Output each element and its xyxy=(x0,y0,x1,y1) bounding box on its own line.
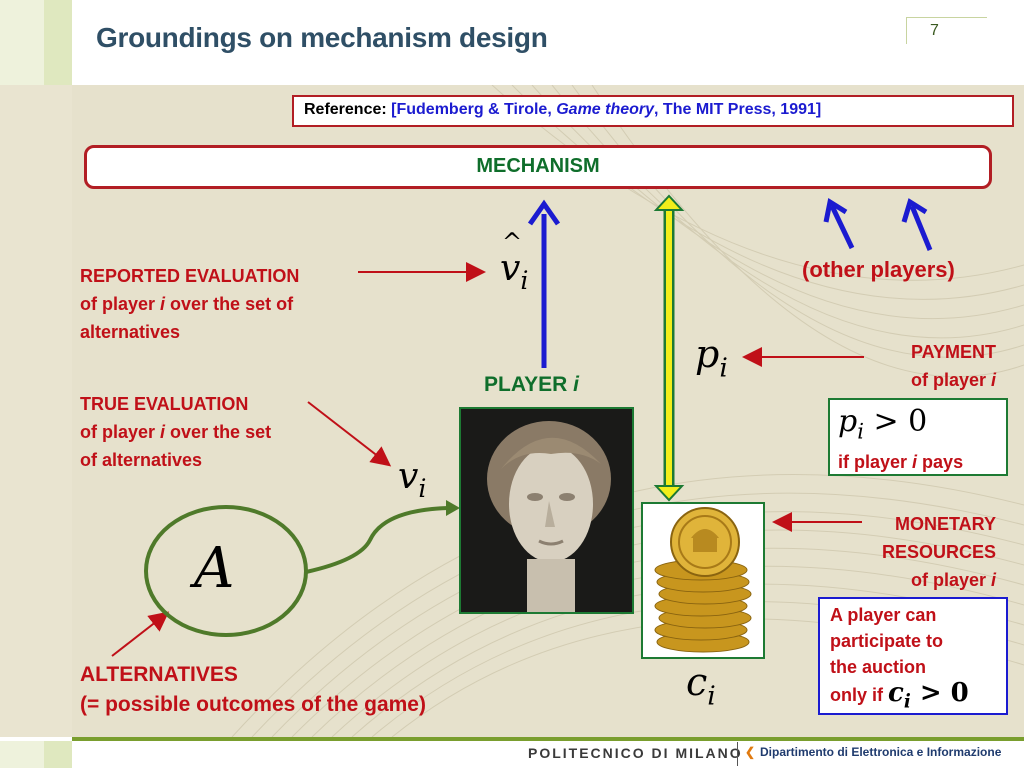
player-report-arrow xyxy=(527,199,561,368)
statue-illustration xyxy=(461,409,632,612)
alternatives-pointer xyxy=(111,611,170,657)
true-valuation-symbol: vi xyxy=(398,456,427,503)
monetary-resources-label: MONETARY RESOURCES of player i xyxy=(881,514,996,590)
evaluation-curve xyxy=(305,506,449,574)
payment-condition-box xyxy=(828,398,1008,476)
page-number-box xyxy=(906,17,987,44)
payment-symbol: pi xyxy=(695,332,728,384)
payment-label: PAYMENT of player i xyxy=(910,342,996,390)
other-players-label: (other players) xyxy=(802,257,955,282)
mechanism-box xyxy=(84,145,992,189)
reference-text: Reference: [Fudemberg & Tirole, Game the… xyxy=(304,101,821,119)
auction-condition-box xyxy=(818,597,1008,715)
reference-citation-end: , The MIT Press, 1991] xyxy=(654,101,822,118)
player-label: PLAYER i xyxy=(484,373,579,396)
department-name: Dipartimento di Elettronica e Informazio… xyxy=(760,745,1002,759)
gold-coins-image xyxy=(641,502,765,659)
payment-condition: pi > 0 xyxy=(838,404,928,444)
mechanism-label: MECHANISM xyxy=(476,155,600,177)
resources-symbol: ci xyxy=(686,660,716,712)
reference-prefix: Reference: xyxy=(304,101,387,118)
footer xyxy=(0,737,1024,768)
alternatives-label: ALTERNATIVES (= possible outcomes of the… xyxy=(80,663,426,716)
content-background-left xyxy=(0,85,72,737)
reported-valuation-symbol: ^ vi xyxy=(500,228,529,295)
reference-citation-start: [Fudemberg & Tirole, xyxy=(391,101,557,118)
footer-left-band xyxy=(0,741,44,768)
evaluation-curve-head xyxy=(446,500,460,516)
true-evaluation-label: TRUE EVALUATION of player i over the set… xyxy=(80,394,272,470)
reported-evaluation-label: REPORTED EVALUATION of player i over the… xyxy=(80,266,300,342)
payment-double-arrow xyxy=(653,194,685,502)
footer-left-band-inner xyxy=(44,741,72,768)
payment-condition-text: if player i pays xyxy=(838,452,964,472)
alternatives-symbol: A xyxy=(194,536,235,601)
other-players-arrows xyxy=(823,197,933,251)
player-statue-image xyxy=(459,407,634,614)
department-logo-icon: ❮ xyxy=(745,745,756,759)
coins-illustration xyxy=(643,504,763,657)
reference-box xyxy=(292,95,1014,127)
page-number: 7 xyxy=(930,22,939,39)
university-name: POLITECNICO DI MILANO xyxy=(528,745,743,761)
reference-book-title: Game theory xyxy=(556,101,655,118)
true-eval-pointer xyxy=(307,401,392,467)
title-bar xyxy=(0,0,1024,85)
auction-condition-text: A player can participate to the auction … xyxy=(830,605,969,713)
footer-separator xyxy=(737,742,738,766)
footer-accent-band xyxy=(72,737,1024,741)
slide-title: Groundings on mechanism design xyxy=(96,22,548,53)
